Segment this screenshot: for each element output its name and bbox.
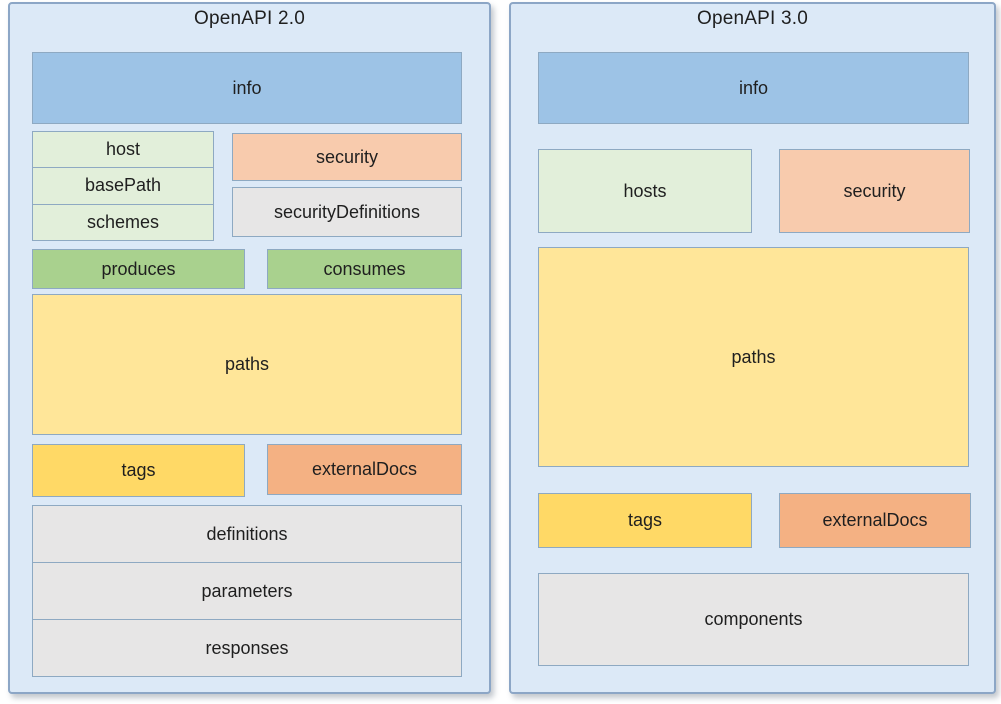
panel-title-openapi-2-0: OpenAPI 2.0 xyxy=(194,8,305,29)
block-definitions: definitions xyxy=(206,523,288,544)
block-info-v2: info xyxy=(32,52,462,124)
block-consumes-v2: consumes xyxy=(267,249,462,289)
panel-openapi-2-0: OpenAPI 2.0 info host basePath schemes s… xyxy=(8,2,491,694)
block-parameters: parameters xyxy=(33,562,461,619)
block-security-v2: security xyxy=(232,133,462,181)
block-info-v3: info xyxy=(538,52,969,124)
block-security-definitions-v2: securityDefinitions xyxy=(232,187,462,237)
block-tags-v3: tags xyxy=(538,493,752,548)
block-paths-v2: paths xyxy=(32,294,462,435)
block-external-docs-v2: externalDocs xyxy=(267,444,462,495)
block-host: host xyxy=(105,139,141,160)
block-hosts-v3: hosts xyxy=(538,149,752,233)
block-schemes: schemes xyxy=(33,203,213,240)
block-tags-v2: tags xyxy=(32,444,245,497)
block-produces-v2: produces xyxy=(32,249,245,289)
block-definitions-stack-v2: definitions parameters responses xyxy=(32,505,462,677)
panel-openapi-3-0: OpenAPI 3.0 info hosts security paths ta… xyxy=(509,2,996,694)
panel-title-openapi-3-0: OpenAPI 3.0 xyxy=(697,8,808,29)
block-host-stack-v2: host basePath schemes xyxy=(32,131,214,241)
block-responses: responses xyxy=(33,619,461,676)
block-paths-v3: paths xyxy=(538,247,969,467)
block-basepath: basePath xyxy=(33,167,213,203)
block-external-docs-v3: externalDocs xyxy=(779,493,971,548)
block-security-v3: security xyxy=(779,149,970,233)
block-components-v3: components xyxy=(538,573,969,666)
